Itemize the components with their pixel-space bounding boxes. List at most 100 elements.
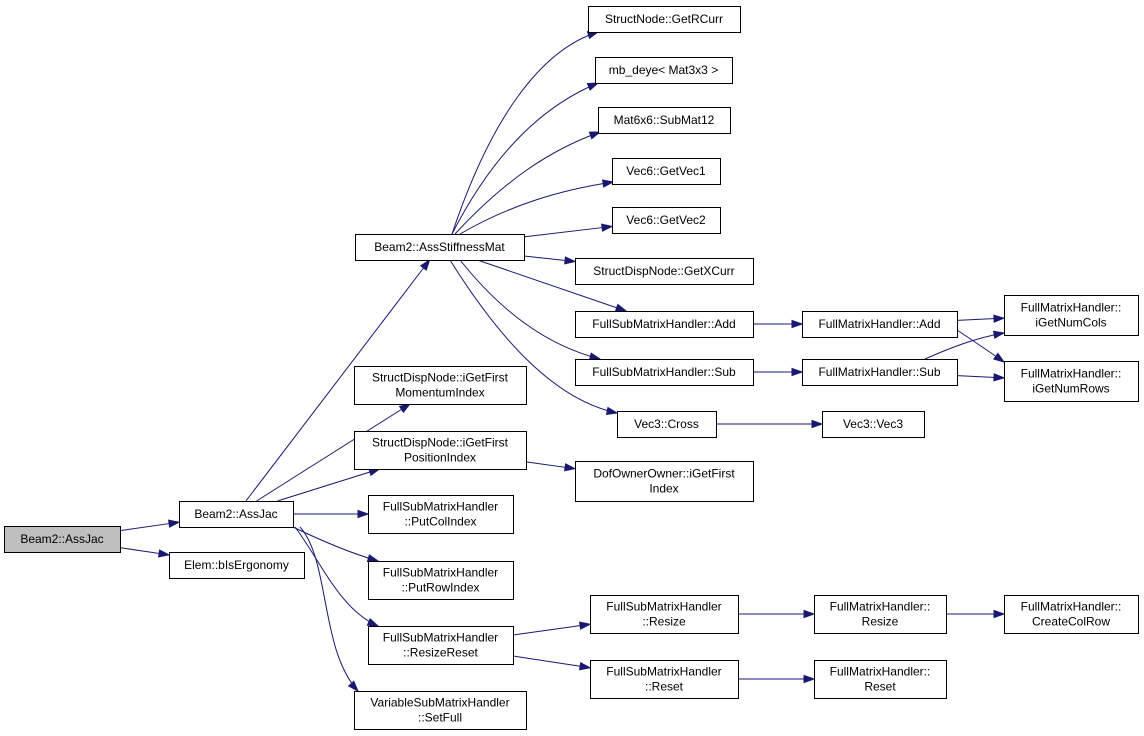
node-box — [598, 107, 731, 134]
node-fullmatrix-sub[interactable]: FullMatrixHandler::Sub — [802, 359, 958, 386]
node-label: Vec6::GetVec1 — [626, 164, 706, 178]
node-fullmatrix-createcolrow[interactable]: FullMatrixHandler::CreateColRow — [1004, 595, 1139, 634]
edge-beam2-assstiffnessmat-to-vec6-getvec2 — [523, 223, 614, 238]
node-label: FullMatrixHandler:: — [1021, 600, 1122, 614]
node-label: StructDispNode::iGetFirst — [372, 436, 509, 450]
node-structnode-getrcurr[interactable]: StructNode::GetRCurr — [588, 6, 741, 33]
node-label: Vec3::Cross — [634, 417, 699, 431]
node-fullsub-putrowindex[interactable]: FullSubMatrixHandler::PutRowIndex — [368, 561, 514, 600]
node-vec6-getvec2[interactable]: Vec6::GetVec2 — [612, 207, 721, 234]
node-vec3-cross[interactable]: Vec3::Cross — [617, 411, 717, 438]
edge-beam2-assjac-to-structdispnode-igetfirstmomentumindex — [256, 403, 412, 502]
node-box — [354, 691, 527, 730]
node-label: FullMatrixHandler:: — [1021, 367, 1122, 381]
node-label: FullSubMatrixHandler — [383, 500, 498, 514]
node-box — [368, 495, 514, 534]
node-fullmatrix-add[interactable]: FullMatrixHandler::Add — [802, 311, 958, 338]
arrowhead — [366, 618, 380, 627]
edge-beam2-assstiffnessmat-to-structnode-getrcurr — [451, 31, 600, 235]
edge-fullmatrix-sub-to-fullmatrix-igetnumrows — [956, 373, 1006, 382]
edge-fullsub-reset-to-fullmatrix-reset — [738, 674, 816, 684]
arrowhead — [614, 303, 628, 312]
arrowhead — [993, 352, 1006, 363]
node-fullsub-putcolindex[interactable]: FullSubMatrixHandler::PutColIndex — [368, 495, 514, 534]
node-fullmatrix-resize[interactable]: FullMatrixHandler::Resize — [814, 595, 947, 634]
node-label: MomentumIndex — [395, 386, 484, 400]
node-box — [354, 366, 527, 405]
node-mat6x6-submat12[interactable]: Mat6x6::SubMat12 — [598, 107, 731, 134]
node-label: ::Resize — [642, 615, 686, 629]
node-label: StructNode::GetRCurr — [605, 12, 723, 26]
node-fullmatrix-reset[interactable]: FullMatrixHandler::Reset — [814, 660, 947, 699]
node-fullmatrix-igetnumcols[interactable]: FullMatrixHandler::iGetNumCols — [1004, 295, 1139, 336]
node-mb-deye[interactable]: mb_deye< Mat3x3 > — [595, 57, 733, 84]
node-label: iGetNumCols — [1035, 316, 1106, 330]
edge-beam2-assjac-to-fullsub-putrowindex — [292, 526, 380, 563]
arrowhead — [357, 509, 370, 519]
arrowhead — [366, 554, 380, 563]
node-label: FullSubMatrixHandler::Sub — [592, 365, 736, 379]
arrowhead — [564, 463, 577, 472]
node-fullsub-reset[interactable]: FullSubMatrixHandler::Reset — [590, 660, 739, 699]
node-label: FullSubMatrixHandler — [606, 600, 721, 614]
arrowhead — [347, 680, 360, 693]
node-box — [590, 595, 739, 634]
node-label: FullMatrixHandler::Sub — [818, 365, 940, 379]
node-vec6-getvec1[interactable]: Vec6::GetVec1 — [612, 158, 721, 185]
node-elem-bisergonomy[interactable]: Elem::bIsErgonomy — [169, 552, 305, 579]
node-beam2-asjac[interactable]: Beam2::AssJac — [4, 526, 121, 553]
arrowhead — [419, 258, 431, 271]
edge-beam2-asjac-to-elem-bisergonomy — [119, 547, 171, 558]
node-variablesub-setfull[interactable]: VariableSubMatrixHandler::SetFull — [354, 691, 527, 730]
edge-beam2-assjac-to-variablesub-setfull — [299, 526, 360, 693]
node-box — [612, 158, 721, 185]
node-box — [575, 258, 754, 285]
node-label: DofOwnerOwner::iGetFirst — [593, 467, 735, 481]
node-label: CreateColRow — [1032, 615, 1110, 629]
node-box — [612, 207, 721, 234]
node-box — [588, 6, 741, 33]
node-label: ::PutColIndex — [404, 515, 476, 529]
arrowhead — [398, 403, 412, 414]
edge-structdispnode-igetfirstpositionindex-to-dofownerowner-igetfirstindex — [525, 461, 577, 472]
node-label: StructDispNode::iGetFirst — [372, 371, 509, 385]
edge-beam2-assstiffnessmat-to-structdispnode-getxcurr — [523, 255, 577, 265]
node-label: StructDispNode::GetXCurr — [593, 264, 734, 278]
edge-fullsub-resizereset-to-fullsub-reset — [512, 655, 592, 671]
arrowhead — [601, 223, 614, 232]
edge-beam2-assjac-to-structdispnode-igetfirstpositionindex — [277, 468, 381, 502]
arrowhead — [791, 319, 804, 329]
node-fullsub-resize[interactable]: FullSubMatrixHandler::Resize — [590, 595, 739, 634]
node-box — [822, 411, 925, 438]
edge-beam2-assstiffnessmat-to-mat6x6-submat12 — [454, 131, 602, 235]
node-label: FullSubMatrixHandler — [383, 631, 498, 645]
edge-fullmatrix-add-to-fullmatrix-igetnumrows — [956, 329, 1006, 363]
node-fullsub-add[interactable]: FullSubMatrixHandler::Add — [575, 311, 754, 338]
node-beam2-assjac[interactable]: Beam2::AssJac — [179, 501, 294, 528]
node-box — [617, 411, 717, 438]
node-box — [179, 501, 294, 528]
arrowhead — [803, 674, 816, 684]
arrowhead — [586, 82, 600, 91]
node-fullsub-sub[interactable]: FullSubMatrixHandler::Sub — [575, 359, 754, 386]
node-label: VariableSubMatrixHandler — [370, 696, 509, 710]
arrowhead — [993, 609, 1006, 619]
node-label: FullSubMatrixHandler::Add — [592, 317, 735, 331]
node-fullmatrix-igetnumrows[interactable]: FullMatrixHandler::iGetNumRows — [1004, 361, 1139, 402]
node-box — [802, 311, 958, 338]
arrowhead — [992, 330, 1006, 339]
edge-fullmatrix-resize-to-fullmatrix-createcolrow — [946, 609, 1006, 619]
node-fullsub-resizereset[interactable]: FullSubMatrixHandler::ResizeReset — [368, 626, 514, 665]
node-beam2-assstiffnessmat[interactable]: Beam2::AssStiffnessMat — [355, 234, 525, 261]
node-label: Beam2::AssStiffnessMat — [374, 240, 505, 254]
arrowhead — [578, 662, 592, 671]
arrowhead — [605, 406, 619, 415]
node-box — [575, 359, 754, 386]
node-box — [802, 359, 958, 386]
node-box — [590, 660, 739, 699]
node-structdispnode-getxcurr[interactable]: StructDispNode::GetXCurr — [575, 258, 754, 285]
node-vec3-vec3[interactable]: Vec3::Vec3 — [822, 411, 925, 438]
